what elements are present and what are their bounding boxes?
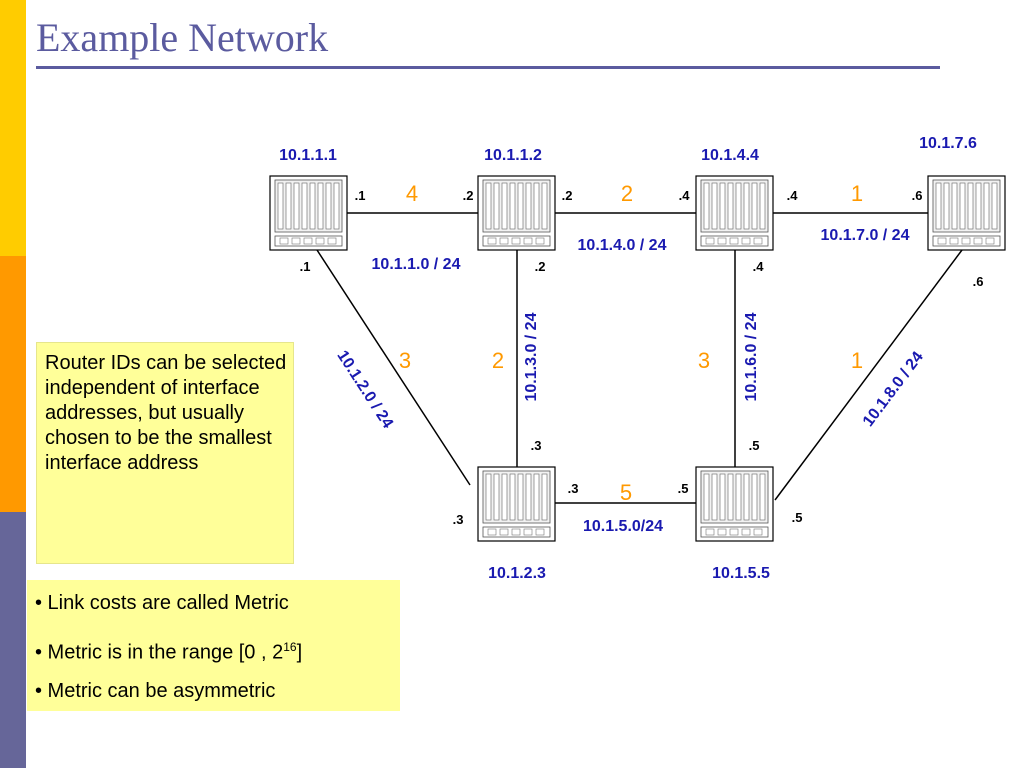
bullet-item: • Link costs are called Metric — [35, 592, 289, 614]
network-label: 10.1.3.0 / 24 — [523, 312, 540, 401]
network-label: 10.1.6.0 / 24 — [743, 312, 760, 401]
router-id-label: 10.1.4.4 — [701, 147, 759, 164]
router-icon — [269, 175, 348, 251]
bullet-text: • Metric is in the range [0 , 2 — [35, 641, 284, 664]
decor-bar-yellow — [0, 0, 26, 256]
interface-label: .4 — [679, 188, 691, 203]
router-id-label: 10.1.1.2 — [484, 147, 542, 164]
router-id-label: 10.1.5.5 — [712, 565, 770, 582]
interface-label: .1 — [355, 188, 366, 203]
interface-label: .4 — [787, 188, 799, 203]
network-label: 10.1.4.0 / 24 — [578, 237, 667, 254]
metric-bullets: • Link costs are called Metric • Metric … — [27, 580, 400, 711]
interface-label: .3 — [531, 438, 542, 453]
interface-label: .2 — [562, 188, 573, 203]
router-icon — [477, 175, 556, 251]
link-cost: 3 — [399, 348, 411, 373]
interface-label: .5 — [749, 438, 760, 453]
interface-label: .3 — [568, 481, 579, 496]
network-label: 10.1.1.0 / 24 — [372, 256, 461, 273]
link-cost: 2 — [621, 181, 633, 206]
interface-label: .6 — [973, 274, 984, 289]
link-cost: 2 — [492, 348, 504, 373]
interface-label: .2 — [535, 259, 546, 274]
link-cost: 1 — [851, 348, 863, 373]
router-icon — [477, 466, 556, 542]
network-label: 10.1.5.0/24 — [583, 518, 663, 535]
router-icon — [695, 175, 774, 251]
interface-label: .2 — [463, 188, 474, 203]
decor-bar-orange — [0, 256, 26, 512]
link-r4-r6 — [774, 249, 963, 501]
interface-label: .3 — [453, 512, 464, 527]
router-icon — [927, 175, 1006, 251]
link-cost: 5 — [620, 480, 632, 505]
link-cost: 3 — [698, 348, 710, 373]
network-label: 10.1.7.0 / 24 — [821, 227, 910, 244]
bullet-item: • Metric can be asymmetric — [35, 680, 276, 702]
network-label: 10.1.8.0 / 24 — [860, 349, 927, 430]
router-id-label: 10.1.7.6 — [919, 135, 977, 152]
link-cost: 1 — [851, 181, 863, 206]
interface-label: .5 — [792, 510, 803, 525]
interface-label: .1 — [300, 259, 311, 274]
title-underline — [36, 66, 940, 69]
bullet-exponent: 16 — [283, 640, 297, 654]
decor-bar-purple — [0, 512, 26, 768]
link-r1-r5 — [316, 249, 471, 486]
bullet-item: • Metric is in the range [0 , 216] — [35, 630, 400, 674]
bullet-text: ] — [296, 641, 303, 664]
router-id-label: 10.1.2.3 — [488, 565, 546, 582]
link-cost: 4 — [406, 181, 418, 206]
interface-label: .5 — [678, 481, 689, 496]
interface-label: .6 — [912, 188, 923, 203]
interface-label: .4 — [753, 259, 765, 274]
router-id-note: Router IDs can be selected independent o… — [36, 342, 294, 564]
router-icon — [695, 466, 774, 542]
slide-title: Example Network — [36, 15, 329, 60]
router-id-label: 10.1.1.1 — [279, 147, 337, 164]
network-label: 10.1.2.0 / 24 — [333, 348, 396, 432]
